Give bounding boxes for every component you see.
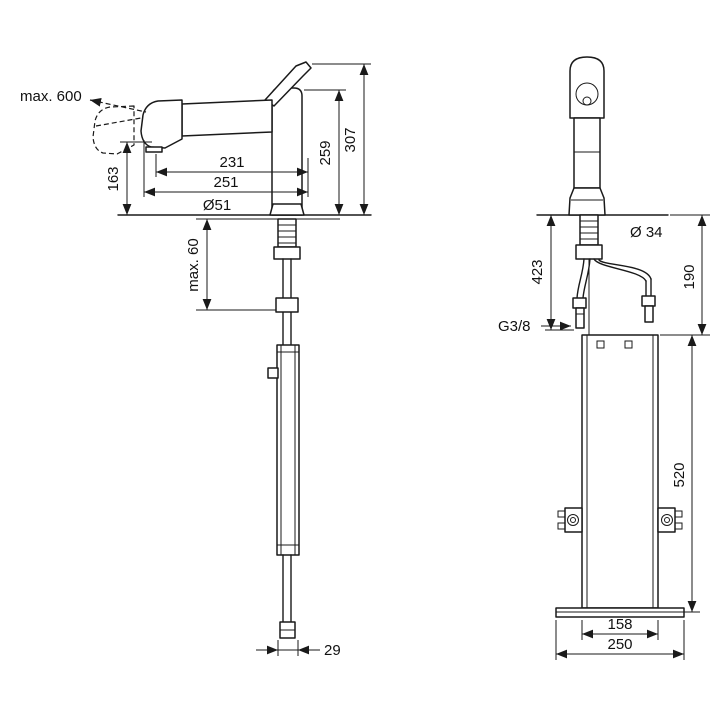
dim-hose-length-label: 423 xyxy=(529,259,546,284)
bracket-right xyxy=(657,507,676,533)
box-hole-left xyxy=(596,340,605,349)
dim-height-to-spout: 259 xyxy=(304,89,346,215)
faucet-spout xyxy=(181,99,273,137)
below-deck-side xyxy=(267,218,301,639)
dim-reach-total-label: 251 xyxy=(213,174,238,191)
shank-front xyxy=(579,214,599,246)
dim-reach-total: 251 xyxy=(143,140,308,197)
dim-shank-diameter-label: Ø 34 xyxy=(630,224,663,241)
hose-clip xyxy=(267,367,279,379)
faucet-body-side xyxy=(271,87,303,216)
front-view: Ø 34 G3/8 423 190 520 xyxy=(498,56,710,660)
pullout-dashed xyxy=(89,98,147,155)
supply-hose-right xyxy=(593,258,647,282)
dim-hose-end: 29 xyxy=(256,640,341,659)
screw-left-top xyxy=(557,510,566,518)
dim-box-width-label: 158 xyxy=(607,616,632,633)
dim-plate-width-label: 250 xyxy=(607,636,632,653)
shank-connector-block xyxy=(575,244,603,260)
dim-total-height-label: 307 xyxy=(342,127,359,152)
bracket-left xyxy=(564,507,583,533)
countertop-side xyxy=(117,214,372,220)
dim-base-diameter: Ø51 xyxy=(203,197,231,214)
dim-plate-width: 250 xyxy=(555,620,685,660)
dim-max-counter-label: max. 60 xyxy=(185,238,202,291)
dim-hose-end-label: 29 xyxy=(324,642,341,659)
side-view: max. 600 163 231 251 Ø51 xyxy=(20,61,372,659)
dim-reach-label: 231 xyxy=(219,154,244,171)
dim-below-deck-label: 190 xyxy=(681,264,698,289)
mounting-nut xyxy=(275,297,299,313)
dim-outlet-height: 163 xyxy=(105,141,152,215)
hose-left-nut xyxy=(572,297,587,309)
dimensions-front: Ø 34 G3/8 423 190 520 xyxy=(498,214,710,660)
pullout-hose-weight xyxy=(276,344,300,556)
faucet-side xyxy=(140,61,312,216)
hose-right-thread xyxy=(644,305,654,323)
screw-left-bottom xyxy=(557,522,566,530)
dim-below-deck: 190 xyxy=(660,214,710,336)
dim-height-to-spout-label: 259 xyxy=(317,140,334,165)
faucet-base-front xyxy=(568,187,606,216)
dim-thread-label: G3/8 xyxy=(498,318,531,335)
faucet-head-front xyxy=(569,56,605,119)
screw-right-top xyxy=(674,510,683,518)
screw-right-bottom xyxy=(674,522,683,530)
dim-box-height: 520 xyxy=(671,335,700,613)
faucet-base-flare xyxy=(269,203,305,216)
dim-box-width: 158 xyxy=(581,616,659,640)
faucet-front xyxy=(568,56,606,216)
faucet-lever-handle xyxy=(264,61,312,107)
hose-left-thread xyxy=(575,307,585,329)
dim-box-height-label: 520 xyxy=(671,462,688,487)
below-deck-front xyxy=(572,214,656,335)
box-hole-right xyxy=(624,340,633,349)
pullout-leader-line xyxy=(89,98,147,113)
handle-dot xyxy=(582,96,592,106)
dim-base-diameter-label: Ø51 xyxy=(203,197,231,214)
dim-total-height: 307 xyxy=(312,63,371,215)
dim-max-counter: max. 60 xyxy=(185,219,276,311)
dim-reach: 231 xyxy=(155,154,309,197)
dim-outlet-height-label: 163 xyxy=(105,166,122,191)
faucet-body-front xyxy=(573,117,601,189)
dim-max-pullout-label: max. 600 xyxy=(20,88,82,105)
spray-head xyxy=(140,99,183,149)
dim-max-pullout: max. 600 xyxy=(20,88,82,105)
shank-block xyxy=(273,246,301,260)
dim-shank-diameter: Ø 34 xyxy=(630,224,663,241)
spray-head-pulled-dashed xyxy=(92,105,135,155)
dim-thread: G3/8 xyxy=(498,318,571,335)
supply-hose-left xyxy=(576,258,585,299)
installation-box xyxy=(555,334,685,618)
dim-hose-length: 423 xyxy=(529,215,574,331)
spray-outlet xyxy=(145,146,163,153)
hose-right-nut xyxy=(641,295,656,307)
dimensions-side: max. 600 163 231 251 Ø51 xyxy=(20,63,371,659)
box-body xyxy=(581,334,659,609)
